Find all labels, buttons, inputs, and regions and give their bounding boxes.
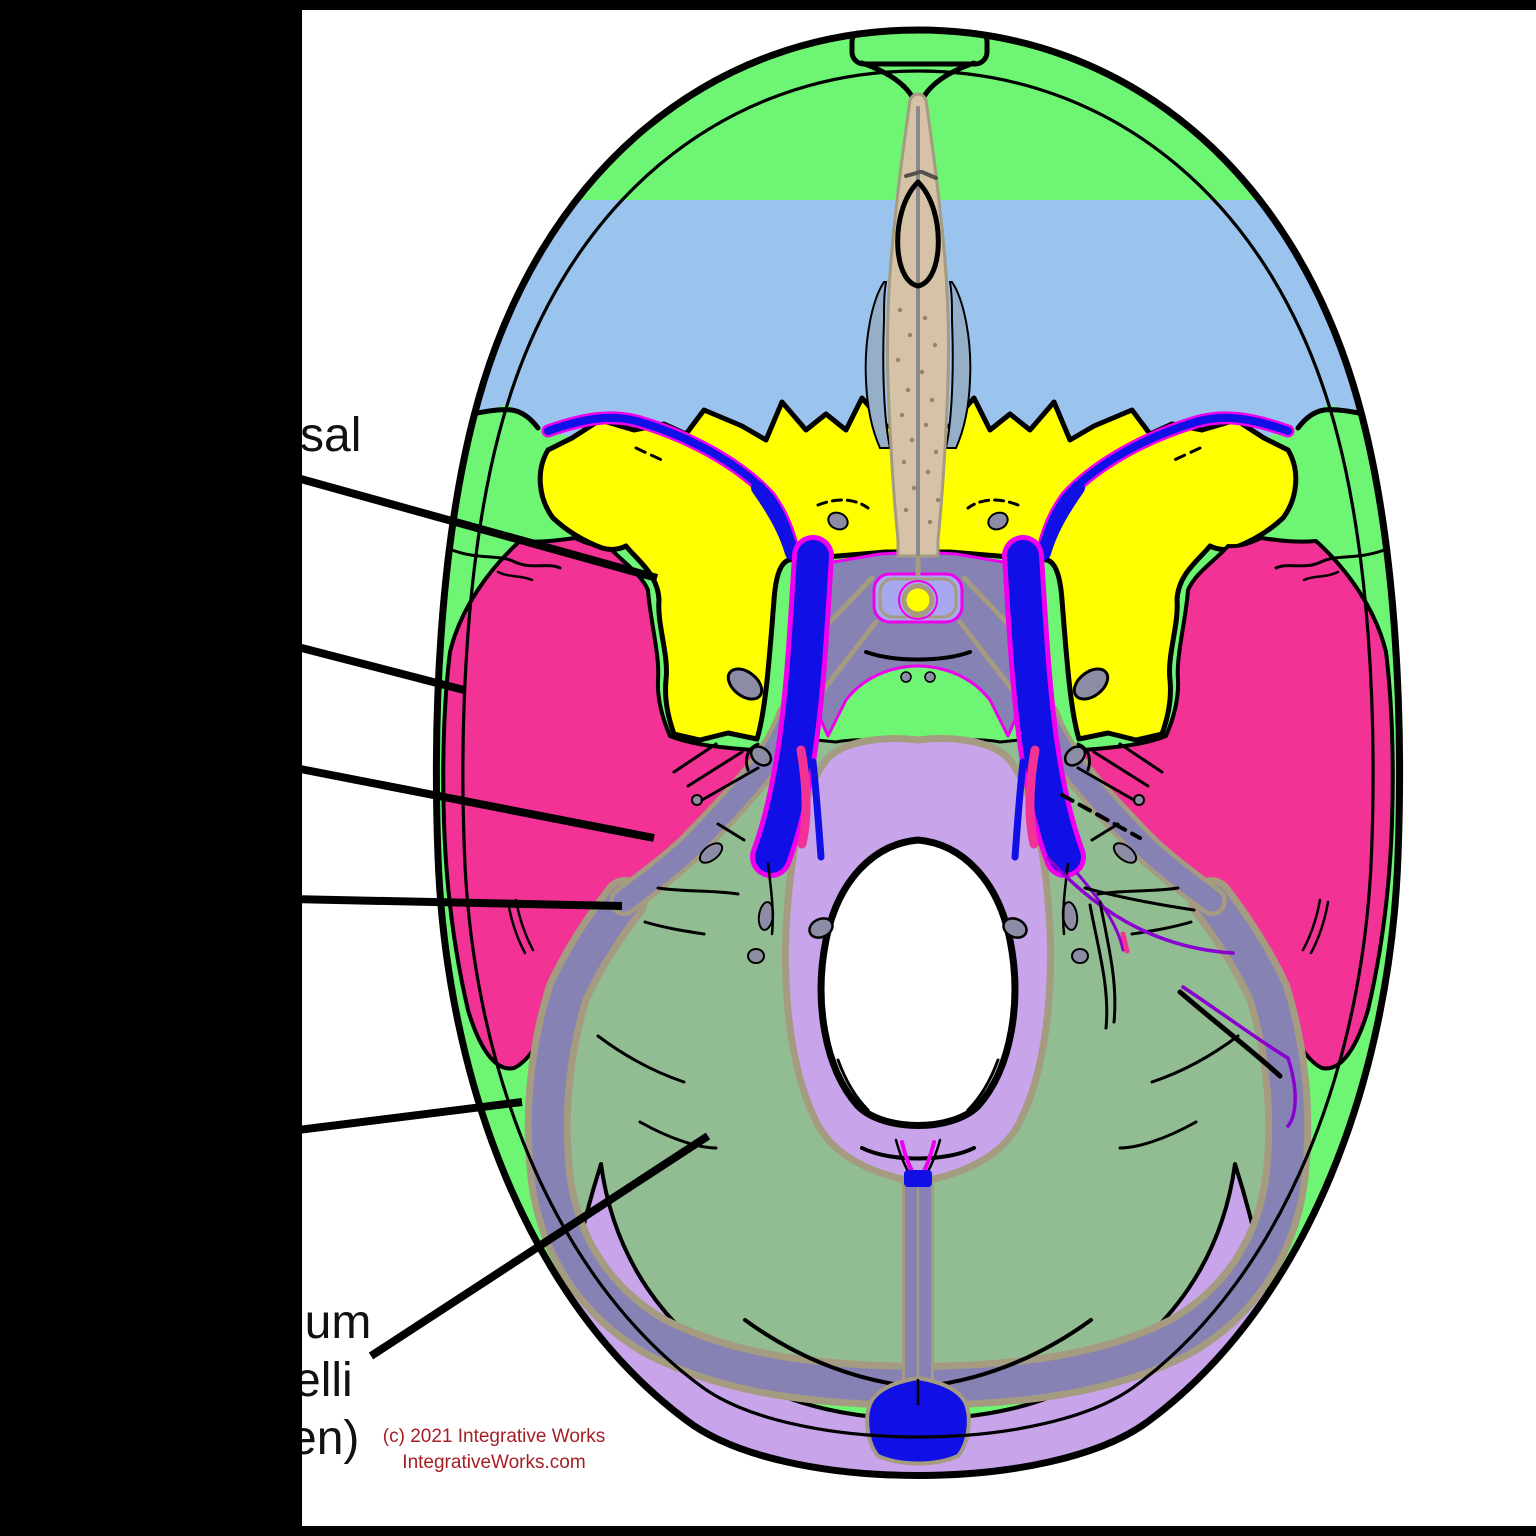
cribriform-stipple	[895, 307, 941, 525]
sigmoid-sinus-tracings	[1046, 793, 1297, 1128]
copyright-line-1: (c) 2021 Integrative Works	[383, 1426, 605, 1447]
occipital-midline-sinus	[865, 1138, 971, 1466]
leader-line-5	[289, 1098, 523, 1135]
copyright-notice: (c) 2021 Integrative Works IntegrativeWo…	[383, 1426, 605, 1473]
label-fragment-1: sal	[300, 409, 361, 462]
bottom-mask	[0, 1526, 1536, 1536]
leader-line-2	[288, 641, 466, 694]
leader-line-4	[289, 895, 623, 910]
petrous-ridge-bands	[609, 701, 1227, 916]
leader-line-3	[289, 763, 655, 842]
label-fragment-2: ium	[294, 1296, 371, 1349]
label-leader-lines	[288, 472, 711, 1360]
confluence-of-sinuses	[865, 1376, 971, 1466]
leader-line-1	[288, 472, 659, 582]
leader-line-6	[368, 1132, 711, 1360]
left-mask	[0, 0, 302, 1536]
label-fragment-3: elli	[294, 1354, 353, 1407]
copyright-line-2: IntegrativeWorks.com	[402, 1452, 585, 1473]
falx-crista-galli	[885, 92, 951, 558]
foramen-magnum	[817, 836, 1019, 1129]
skull-illustration	[420, 20, 1420, 1520]
top-mask	[0, 0, 1536, 10]
frontal-crest	[849, 30, 990, 67]
